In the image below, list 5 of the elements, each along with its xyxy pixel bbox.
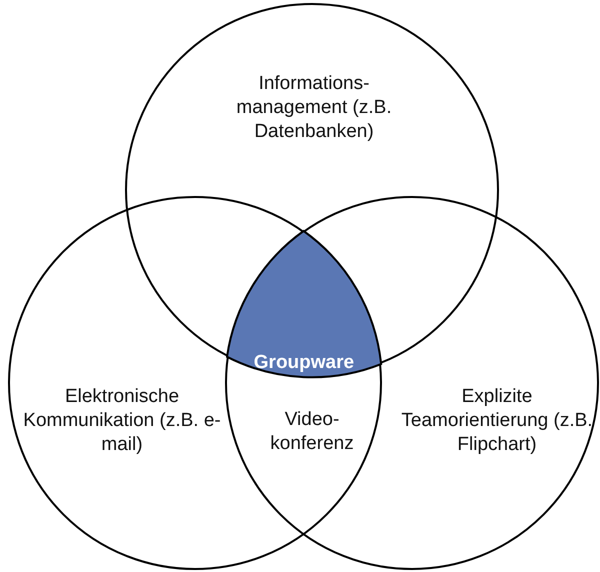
circle-label: Elektronische Kommunikation (z.B. e-mail) — [22, 385, 222, 457]
overlap-label: Video- konferenz — [269, 408, 355, 456]
circle-label: Explizite Teamorientierung (z.B. Flipchart) — [400, 385, 594, 457]
center-label: Groupware — [252, 350, 356, 375]
circle-label: Informations- management (z.B. Datenbanken) — [235, 72, 393, 144]
